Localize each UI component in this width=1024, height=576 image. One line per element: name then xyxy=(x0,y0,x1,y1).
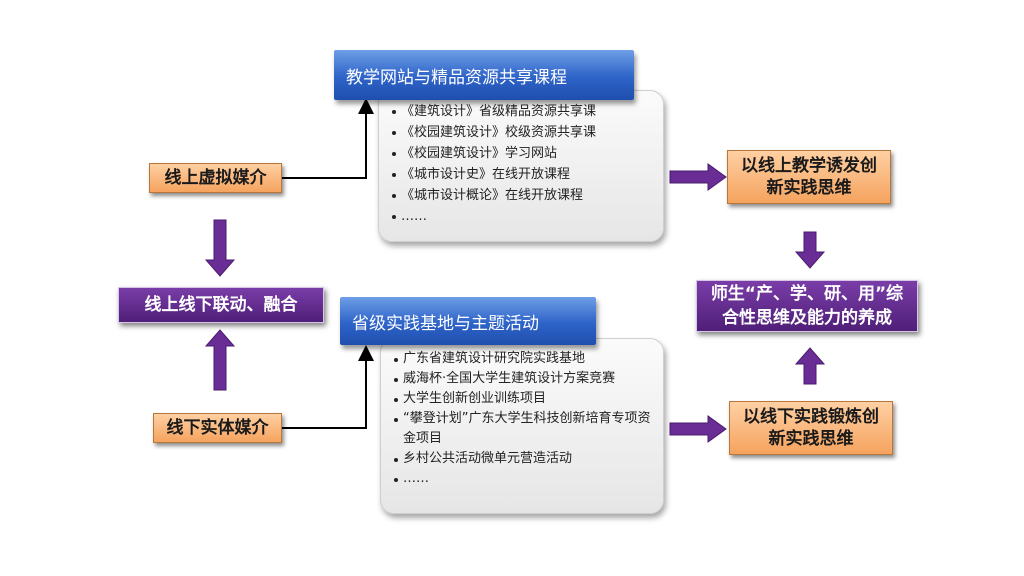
offline-outcome-box: 以线下实践锻炼创新实践思维 xyxy=(729,401,893,455)
arrow-right-top xyxy=(669,163,727,191)
bottom-header: 省级实践基地与主题活动 xyxy=(340,297,596,345)
arrow-down-left xyxy=(204,219,236,277)
list-item: 《城市设计史》在线开放课程 xyxy=(391,164,653,185)
online-outcome-label: 以线上教学诱发创新实践思维 xyxy=(741,156,877,198)
online-media-label: 线上虚拟媒介 xyxy=(164,168,267,188)
list-item: 《校园建筑设计》校级资源共享课 xyxy=(391,122,653,143)
list-item: …… xyxy=(391,206,653,227)
list-item: 《城市设计概论》在线开放课程 xyxy=(391,185,653,206)
offline-media-box: 线下实体媒介 xyxy=(153,413,282,443)
list-item: 乡村公共活动微单元营造活动 xyxy=(393,449,653,469)
bottom-item-list: 广东省建筑设计研究院实践基地威海杯·全国大学生建筑设计方案竞赛大学生创新创业训练… xyxy=(393,349,653,489)
arrow-down-right xyxy=(794,231,826,269)
top-header-label: 教学网站与精品资源共享课程 xyxy=(346,67,567,88)
online-media-box: 线上虚拟媒介 xyxy=(149,163,282,193)
list-item: 大学生创新创业训练项目 xyxy=(393,389,653,409)
online-outcome-box: 以线上教学诱发创新实践思维 xyxy=(727,150,891,204)
list-item: 广东省建筑设计研究院实践基地 xyxy=(393,349,653,369)
center-outcome-box: 师生“产、学、研、用”综合性思维及能力的养成 xyxy=(696,280,918,332)
center-outcome-label: 师生“产、学、研、用”综合性思维及能力的养成 xyxy=(710,284,904,328)
list-item: 威海杯·全国大学生建筑设计方案竞赛 xyxy=(393,369,653,389)
offline-media-label: 线下实体媒介 xyxy=(166,418,269,438)
top-header: 教学网站与精品资源共享课程 xyxy=(334,50,634,100)
bottom-resource-list: 广东省建筑设计研究院实践基地威海杯·全国大学生建筑设计方案竞赛大学生创新创业训练… xyxy=(380,338,664,514)
list-item: …… xyxy=(393,469,653,489)
top-resource-list: 《建筑设计》省级精品资源共享课《校园建筑设计》校级资源共享课《校园建筑设计》学习… xyxy=(378,90,664,242)
arrow-right-bottom xyxy=(669,415,727,443)
list-item: “攀登计划”广东大学生科技创新培育专项资金项目 xyxy=(393,409,653,449)
arrow-up-left xyxy=(204,329,236,391)
fusion-box: 线上线下联动、融合 xyxy=(118,287,324,323)
fusion-label: 线上线下联动、融合 xyxy=(144,295,298,315)
bottom-header-label: 省级实践基地与主题活动 xyxy=(352,313,539,334)
arrow-up-right xyxy=(794,347,826,385)
connector-offline xyxy=(282,345,374,429)
offline-outcome-label: 以线下实践锻炼创新实践思维 xyxy=(743,407,879,449)
list-item: 《建筑设计》省级精品资源共享课 xyxy=(391,101,653,122)
top-item-list: 《建筑设计》省级精品资源共享课《校园建筑设计》校级资源共享课《校园建筑设计》学习… xyxy=(391,101,653,227)
connector-online xyxy=(282,98,374,179)
list-item: 《校园建筑设计》学习网站 xyxy=(391,143,653,164)
